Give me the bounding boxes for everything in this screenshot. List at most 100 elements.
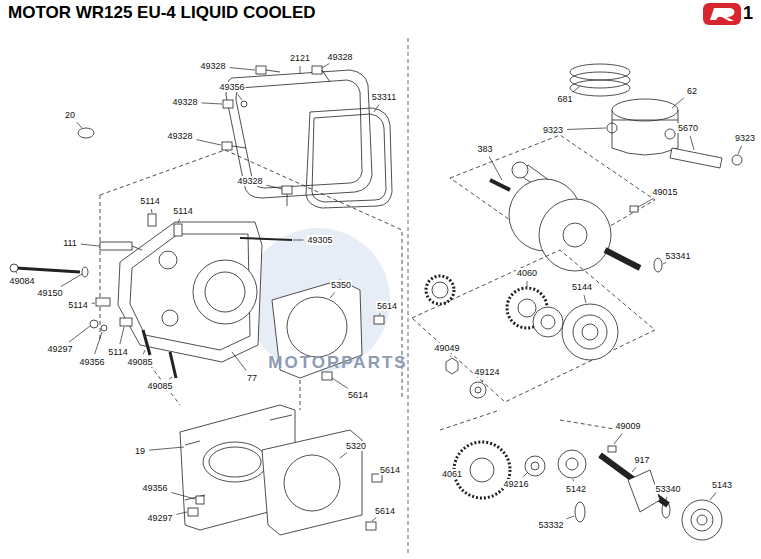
leader-line: [666, 497, 668, 501]
leader-line: [178, 219, 180, 223]
leader-line: [489, 157, 502, 180]
callout-number: 49356: [141, 483, 168, 493]
callout-number: 49124: [473, 367, 500, 377]
leader-line: [573, 479, 575, 481]
leader-line: [176, 512, 187, 514]
callout-number: 5114: [67, 300, 88, 310]
leader-line: [340, 453, 347, 458]
leader-line: [171, 493, 195, 499]
callout-number: 49328: [236, 176, 263, 186]
callout-number: 49297: [146, 513, 173, 523]
callout-number: 49297: [46, 344, 73, 354]
callout-number: 49085: [126, 357, 153, 367]
leader-line: [710, 492, 716, 500]
leader-line: [638, 198, 653, 207]
leader-line: [663, 262, 666, 264]
callout-number: 9323: [734, 133, 756, 143]
leader-line: [379, 313, 381, 315]
callout-number: 5614: [347, 390, 369, 400]
leader-line: [330, 292, 335, 298]
leader-line: [738, 146, 742, 154]
callout-number: 62: [686, 86, 698, 96]
callout-number: 9323: [542, 125, 564, 135]
callout-number: 5114: [172, 206, 193, 216]
callout-number: 917: [633, 455, 650, 465]
leader-line: [196, 140, 221, 145]
leader-line: [482, 380, 483, 382]
callout-number: 5144: [571, 282, 593, 292]
callout-number: 49015: [651, 187, 678, 197]
leader-line: [567, 516, 574, 519]
callout-number: 5114: [139, 196, 160, 206]
callout-number: 5142: [565, 484, 587, 494]
leader-line: [16, 272, 17, 274]
leader-line: [450, 356, 452, 357]
callout-number: 49328: [326, 52, 353, 62]
callout-number: 53311: [371, 92, 397, 102]
callout-number: 49049: [433, 343, 460, 353]
callout-number: 49328: [199, 61, 226, 71]
callout-number: 49150: [36, 288, 63, 298]
callout-number: 49305: [306, 235, 333, 245]
callout-number: 49328: [166, 131, 193, 141]
callout-number: 5114: [107, 347, 128, 357]
leader-line: [632, 467, 636, 472]
callout-number: 53341: [664, 251, 691, 261]
leader-line: [92, 303, 95, 304]
callout-number: 383: [476, 144, 493, 154]
leader-line: [300, 66, 301, 74]
leader-line: [527, 281, 528, 287]
callout-number: 49085: [146, 381, 173, 391]
callout-number: 53340: [654, 484, 681, 494]
leader-line: [151, 209, 153, 213]
callout-number: 681: [556, 94, 573, 104]
callout-number: 49356: [218, 82, 245, 92]
leader-line: [266, 185, 282, 189]
leader-line: [374, 104, 379, 112]
leader-line: [77, 122, 82, 128]
leader-line: [69, 326, 90, 342]
leader-line: [573, 86, 580, 92]
leader-line: [238, 94, 242, 100]
leader-line: [61, 274, 82, 286]
callout-number: 5350: [330, 280, 352, 290]
leader-line: [232, 352, 246, 371]
leader-line: [372, 518, 376, 521]
callout-number: 49084: [8, 276, 35, 286]
leader-line: [95, 332, 102, 354]
callout-number: 20: [64, 110, 76, 120]
callout-number: 5143: [711, 480, 733, 490]
page-number: 1: [742, 3, 754, 23]
leader-line: [293, 240, 303, 241]
callout-number: 49216: [502, 479, 529, 489]
leader-line: [690, 136, 694, 150]
leader-line: [143, 350, 145, 354]
leader-line: [120, 327, 124, 344]
callout-number: 49009: [614, 421, 641, 431]
callout-number: 77: [246, 373, 258, 383]
callout-number: 5614: [374, 506, 396, 516]
leader-line: [614, 433, 622, 444]
callout-number: 49356: [78, 357, 105, 367]
leader-line: [149, 447, 184, 450]
leader-line: [332, 378, 348, 388]
leader-line: [81, 244, 99, 246]
leader-line: [523, 472, 528, 477]
leader-line: [567, 128, 606, 129]
callout-number: 5320: [345, 441, 367, 451]
callout-number: 111: [62, 238, 78, 248]
leader-line: [322, 64, 329, 68]
diagram-title: MOTOR WR125 EU-4 LIQUID COOLED: [8, 3, 316, 23]
callout-number: 49328: [171, 97, 198, 107]
callout-number: 4061: [441, 469, 463, 479]
leader-line: [584, 295, 586, 303]
callout-number: 2121: [289, 53, 311, 63]
callout-number: 53332: [537, 520, 564, 530]
leader-line: [202, 103, 222, 104]
callout-number: 5614: [379, 465, 401, 475]
leader-line: [230, 68, 255, 70]
callout-number: 5614: [376, 301, 398, 311]
